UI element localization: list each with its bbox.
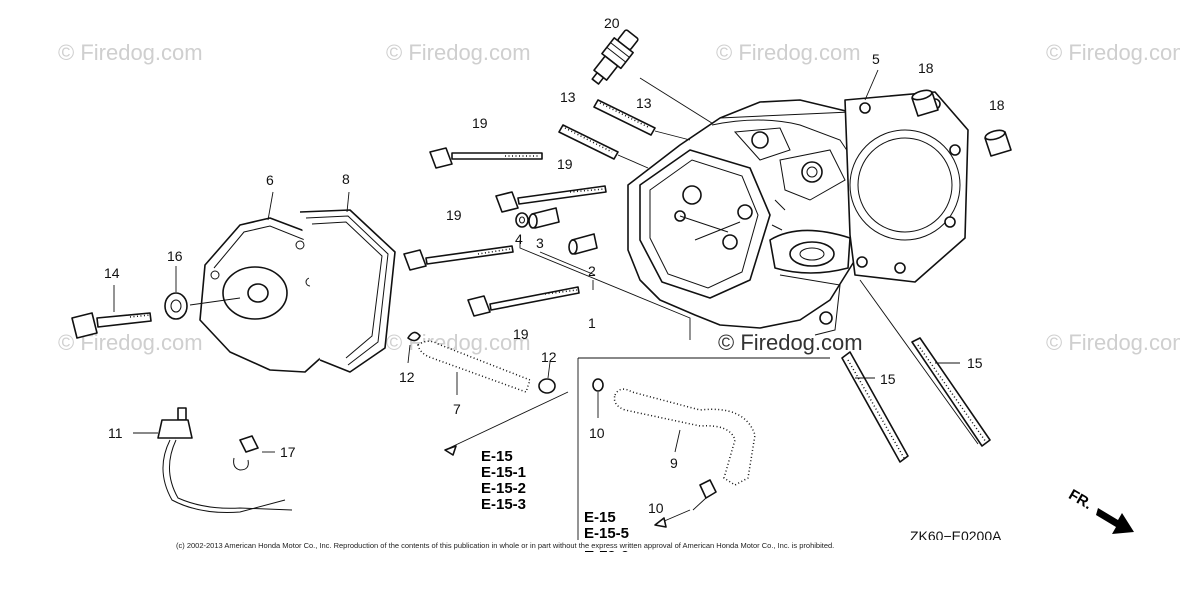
copyright-backdrop — [170, 540, 1010, 551]
copyright-notice: (c) 2002-2013 American Honda Motor Co., … — [176, 541, 834, 550]
part-number-13: 13 — [636, 95, 652, 111]
watermark: © Firedog.com — [716, 40, 861, 65]
part-number-3: 3 — [536, 235, 544, 251]
watermark: © Firedog.com — [1046, 330, 1180, 355]
part-number-18: 18 — [989, 97, 1005, 113]
wire-clip — [233, 435, 275, 471]
breather-tube — [407, 331, 556, 395]
part-number-11: 11 — [108, 425, 123, 441]
cylinder-head — [627, 99, 881, 336]
reference-list-left: E-15 E-15-1 E-15-2 E-15-3 — [481, 448, 526, 513]
head-bolts-19 — [403, 147, 607, 317]
part-number-19: 19 — [472, 115, 488, 131]
sealing-washer-16 — [164, 266, 241, 320]
part-number-6: 6 — [266, 172, 274, 188]
part-number-8: 8 — [342, 171, 350, 187]
breather-hose — [592, 378, 756, 511]
part-number-16: 16 — [167, 248, 183, 264]
ref-code: E-15-3 — [481, 496, 526, 513]
part-number-4: 4 — [515, 231, 523, 247]
front-label: FR. — [1066, 486, 1095, 513]
part-number-20: 20 — [604, 15, 620, 31]
part-number-14: 14 — [104, 265, 120, 281]
part-number-19: 19 — [557, 156, 573, 172]
watermark: © Firedog.com — [1046, 40, 1180, 65]
part-number-10: 10 — [648, 500, 664, 516]
part-number-1: 1 — [588, 315, 596, 331]
part-number-13: 13 — [560, 89, 576, 105]
part-number-labels: 1 2 3 4 5 6 7 8 9 10 10 11 12 12 13 13 1… — [104, 15, 1005, 516]
front-direction-arrow: FR. — [1066, 486, 1134, 534]
ref-code: E-15-2 — [481, 480, 526, 497]
stud-bolts-13 — [558, 99, 691, 169]
part-number-15: 15 — [880, 371, 896, 387]
ref-code: E-15 — [584, 509, 616, 526]
watermarks: © Firedog.com © Firedog.com © Firedog.co… — [58, 40, 1180, 355]
part-number-9: 9 — [670, 455, 678, 471]
spark-plug — [591, 29, 791, 173]
ref-code: E-15-1 — [481, 464, 526, 481]
part-number-19: 19 — [513, 326, 529, 342]
small-parts — [515, 207, 691, 340]
cover-gasket — [267, 191, 396, 373]
ref-code: E-15 — [481, 448, 513, 465]
watermark: © Firedog.com — [386, 40, 531, 65]
center-watermark: © Firedog.com — [718, 330, 863, 355]
part-number-12: 12 — [541, 349, 557, 365]
part-number-18: 18 — [918, 60, 934, 76]
part-number-5: 5 — [872, 51, 880, 67]
part-number-12: 12 — [399, 369, 415, 385]
part-number-10: 10 — [589, 425, 605, 441]
part-number-2: 2 — [588, 263, 596, 279]
part-number-17: 17 — [280, 444, 296, 460]
part-number-7: 7 — [453, 401, 461, 417]
dowel-pins — [911, 89, 1012, 157]
long-studs — [841, 279, 991, 463]
ref-code: E-15-5 — [584, 525, 629, 542]
part-number-19: 19 — [446, 207, 462, 223]
reference-leaders — [444, 357, 830, 540]
part-number-15: 15 — [967, 355, 983, 371]
front-arrow-icon — [1096, 508, 1134, 534]
watermark: © Firedog.com — [58, 40, 203, 65]
head-gasket — [844, 69, 969, 283]
cover-bolt-14 — [71, 285, 152, 339]
oil-level-switch — [133, 407, 293, 513]
